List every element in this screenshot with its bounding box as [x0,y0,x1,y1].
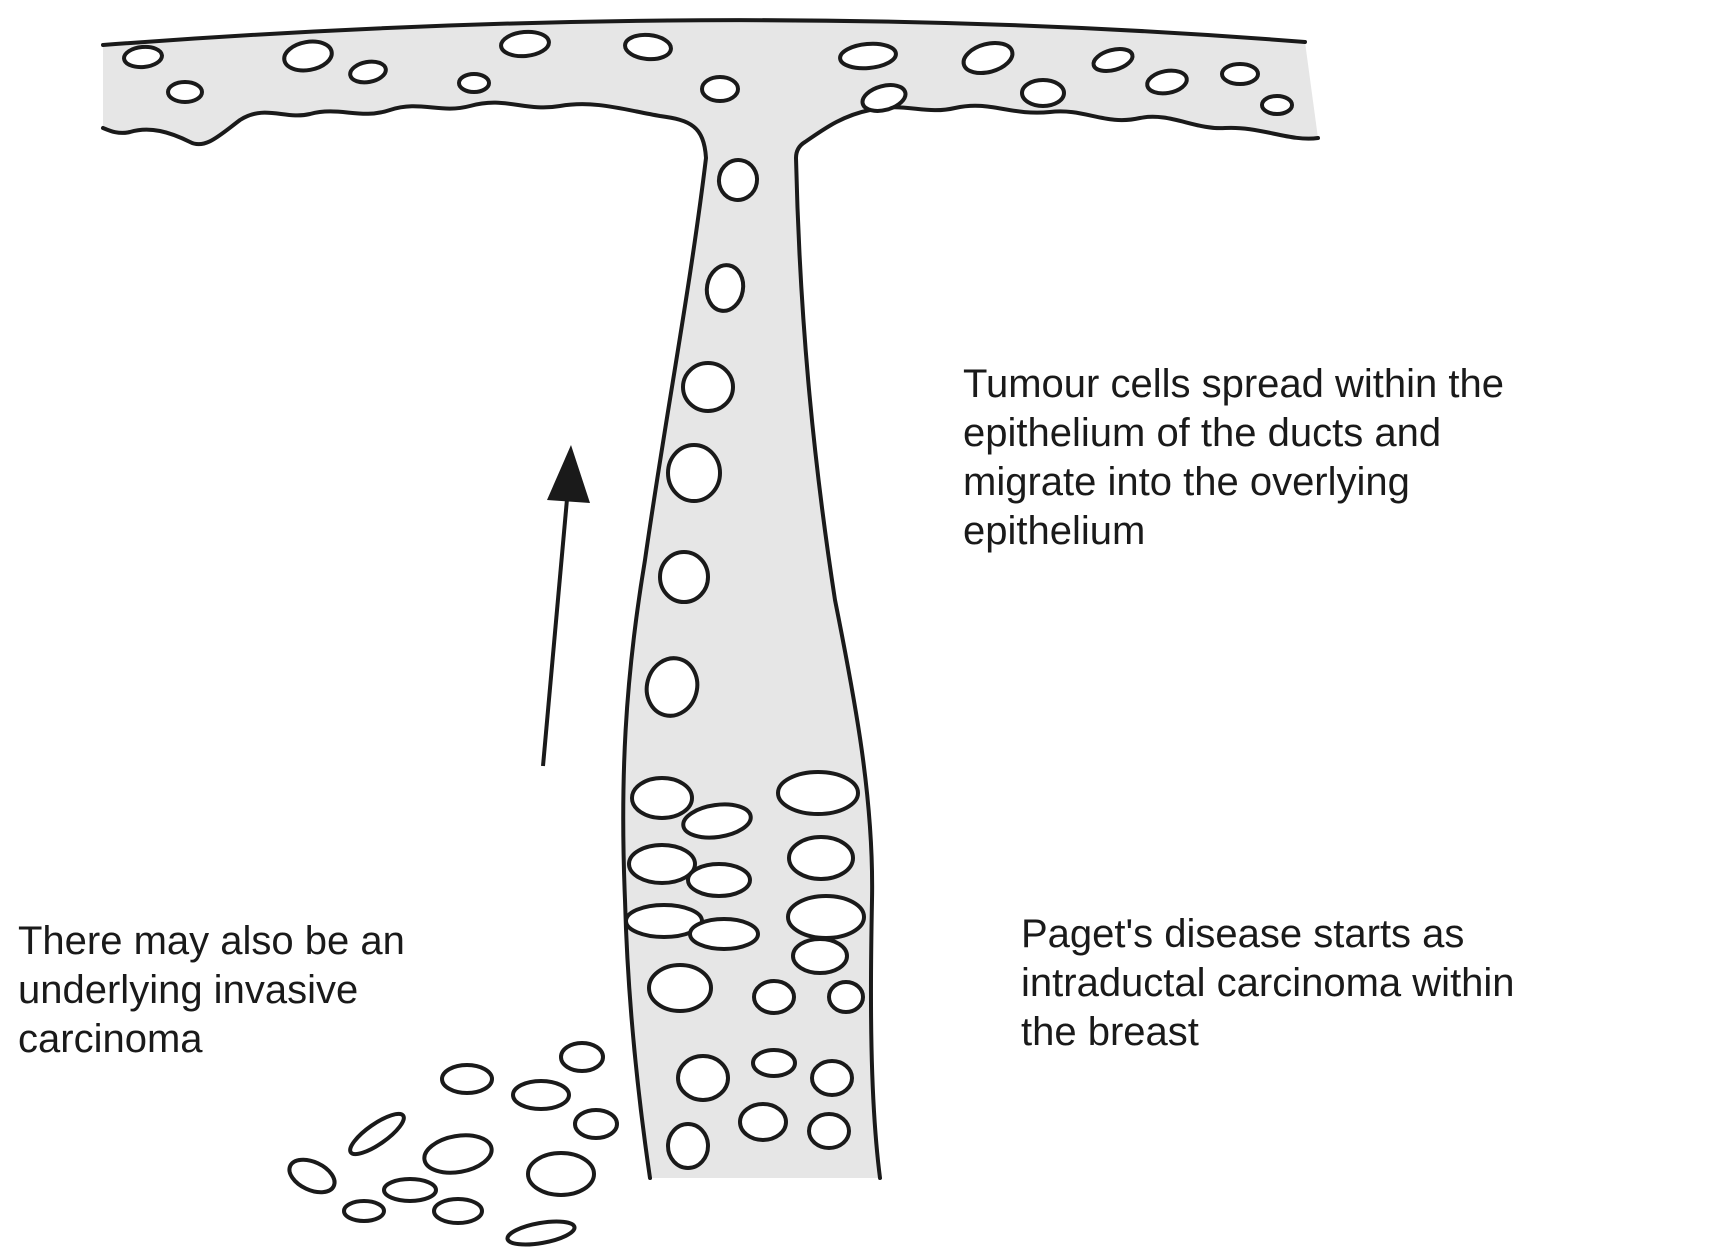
tumour-cell [649,965,711,1011]
tumour-spread-label: Tumour cells spread within the epitheliu… [963,360,1504,556]
tumour-cell [528,1153,594,1195]
tumour-cell [754,981,794,1013]
tumour-cell [1222,64,1258,84]
tumour-cell [575,1110,617,1138]
tumour-cell [344,1201,384,1221]
tumour-cell [629,845,695,883]
tumour-cell [168,82,202,102]
tumour-cell [421,1130,494,1177]
label-line: Paget's disease starts as [1021,910,1515,959]
tumour-cell [123,45,163,68]
tumour-cell [1022,80,1064,106]
tumour-cell [632,778,692,818]
tumour-cell [459,74,489,92]
label-line: There may also be an [18,917,405,966]
tumour-cell [284,1153,339,1199]
invasive-carcinoma-cells [284,1043,617,1249]
tumour-cell [788,896,864,938]
tumour-cell [683,363,733,411]
tumour-cell [434,1199,482,1223]
label-line: Tumour cells spread within the [963,360,1504,409]
label-line: carcinoma [18,1015,405,1064]
tumour-cell [513,1081,569,1109]
label-line: intraductal carcinoma within [1021,959,1515,1008]
tumour-cell [753,1050,795,1076]
label-line: epithelium [963,507,1504,556]
paget-start-label: Paget's disease starts as intraductal ca… [1021,910,1515,1057]
tumour-cell [678,1056,728,1100]
tumour-cell [384,1179,436,1201]
tumour-cell [778,772,858,814]
tumour-cell [688,864,750,896]
tumour-cell [668,445,720,501]
upward-arrow-icon [543,445,590,766]
tumour-cell [442,1065,492,1093]
tumour-cell [660,552,708,602]
tumour-cell [740,1104,786,1140]
label-line: the breast [1021,1008,1515,1057]
label-line: migrate into the overlying [963,458,1504,507]
tumour-cell [345,1107,409,1160]
tumour-cell [789,837,853,879]
tumour-cell [690,919,758,949]
tumour-cell [506,1217,576,1249]
tumour-cell [668,1124,708,1168]
tumour-cell [702,77,738,101]
label-line: epithelium of the ducts and [963,409,1504,458]
tumour-cell [829,982,863,1012]
tumour-cell [1262,96,1292,114]
label-line: underlying invasive [18,966,405,1015]
tumour-cell [561,1043,603,1071]
tumour-cell [809,1114,849,1148]
tumour-cell [812,1061,852,1095]
tumour-cell [793,939,847,973]
invasive-carcinoma-label: There may also be an underlying invasive… [18,917,405,1064]
